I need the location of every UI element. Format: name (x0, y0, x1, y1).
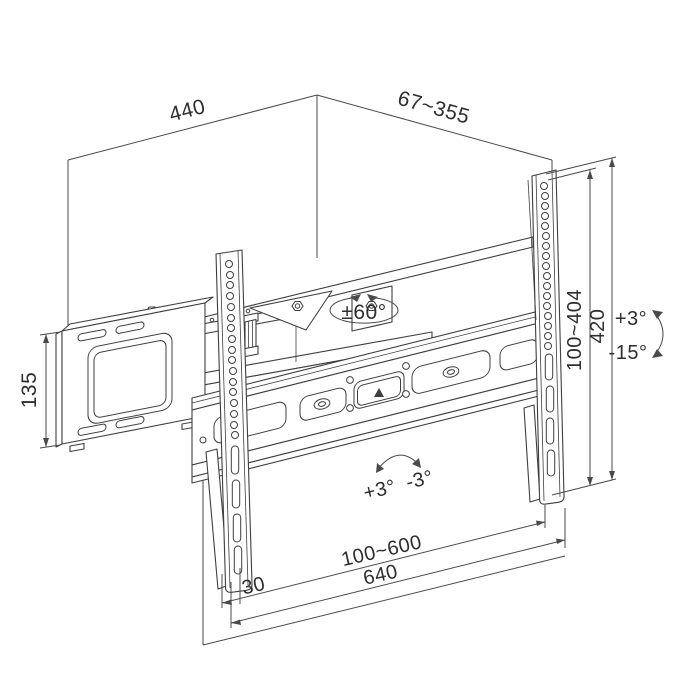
dim-plate-height: 135 (18, 331, 61, 449)
dim-440-label: 440 (167, 95, 208, 126)
swivel-annotation: ±60° (329, 294, 399, 324)
level-arc (376, 454, 420, 471)
tilt-annotation: +3° -15° (609, 308, 664, 364)
level-minus-label: -3° (404, 466, 436, 494)
mount-slot (77, 329, 107, 342)
right-vesa-rail (523, 169, 565, 505)
left-vesa-rail (205, 249, 253, 593)
level-annotation: +3° -3° (361, 454, 436, 505)
pivot-bolt-icon (291, 300, 304, 312)
oval-bolt-icon (313, 398, 331, 410)
level-plus-label: +3° (361, 476, 397, 505)
tilt-down-label: -15° (609, 342, 648, 364)
bottom-dimensions: 30 100~600 640 (221, 505, 566, 628)
swivel-label: ±60° (341, 301, 386, 324)
dim-100-404-label: 100~404 (564, 289, 586, 371)
tilt-up-label: +3° (615, 308, 647, 330)
mount-slot (115, 321, 145, 334)
wall-plate (55, 296, 214, 453)
oval-bolt-icon (442, 366, 460, 378)
dim-arm-extension: 67~355 (395, 87, 472, 129)
dim-30-label: 30 (240, 573, 268, 600)
mount-slot (77, 423, 107, 436)
pivot-bolt-icon (365, 300, 378, 312)
hinge-pin (242, 312, 259, 358)
dim-135-label: 135 (18, 372, 41, 409)
dim-440: 440 (167, 95, 208, 126)
dim-extension-label: 67~355 (395, 87, 472, 129)
arrow-up-mark (374, 388, 384, 397)
dim-420-label: 420 (587, 309, 609, 344)
tilt-arc (653, 311, 664, 357)
dim-vesa-height: 100~404 420 (545, 156, 617, 496)
swivel-arc (329, 297, 399, 324)
mount-slot (115, 416, 145, 429)
